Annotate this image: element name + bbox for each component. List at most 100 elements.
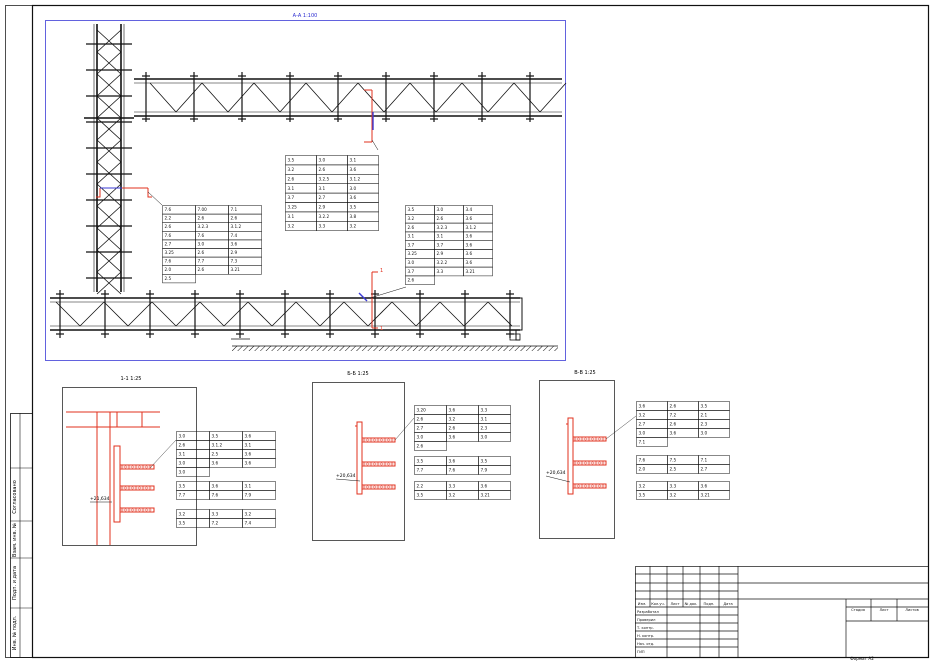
fastener [594, 484, 598, 488]
table-cell-text: 2.6 [198, 216, 205, 221]
table-cell-text: 7.6 [639, 457, 646, 462]
table-cell-text: 3.6 [350, 195, 357, 200]
tower-brace [96, 205, 122, 229]
main-viewport-frame[interactable] [45, 20, 566, 361]
fastener [138, 508, 141, 512]
elevation-mark: +20,634 [336, 473, 356, 479]
fastener [366, 485, 369, 489]
table-cell-text: 7.5 [670, 457, 677, 462]
table-cell-text: 2.6 [198, 250, 205, 255]
table-cell-text: 3.6 [245, 451, 252, 456]
table-cell-text: 3.5 [179, 483, 186, 488]
table-cell-text: 3.5 [408, 207, 415, 212]
main-view[interactable]: А-А 1:100 [45, 13, 567, 361]
table-cell-text: 3.5 [212, 433, 219, 438]
table-cell-text: 3.6 [449, 434, 456, 439]
table-cell-text: 3.1 [481, 416, 488, 421]
fastener [601, 461, 605, 465]
table-cell-text: 3.6 [466, 260, 473, 265]
table-cell-text: 3.6 [481, 483, 488, 488]
table-cell-text: 3.1 [350, 158, 357, 163]
table-cell-text: 3.25 [165, 250, 175, 255]
table-cell-text: 2.6 [670, 403, 677, 408]
lower-diagonal [439, 301, 465, 327]
fastener [376, 485, 380, 489]
table-cell-text: 3.5 [350, 205, 357, 210]
table-cell-text: 2.7 [417, 425, 424, 430]
fastener [587, 461, 591, 465]
table-cell-text: 3.2.2 [437, 260, 448, 265]
table-cell-text: 2.2 [165, 216, 172, 221]
table-cell-text: 2.9 [319, 205, 326, 210]
table-cell-text: 2.2 [417, 483, 424, 488]
tb-header: Дата [723, 602, 732, 606]
fastener [577, 461, 580, 465]
table-cell-text: 2.6 [449, 425, 456, 430]
fastener [594, 437, 598, 441]
fastener [366, 462, 369, 466]
table-cell-text: 7.6 [212, 492, 219, 497]
title-block-text: Изм. Кол.уч. Лист № док. Подп. Дата Разр… [636, 602, 919, 654]
table-cell-text: 7.2 [670, 412, 677, 417]
table-cell [463, 266, 493, 277]
table-cell-text: 3.1.2 [212, 442, 223, 447]
outer-frame [5, 5, 929, 658]
upper-diagonal [513, 82, 541, 113]
upper-diagonal [331, 82, 359, 113]
fastener [584, 484, 587, 488]
fastener [591, 484, 594, 488]
table-cell-text: 7.7 [417, 467, 424, 472]
table-cell-text: 3.1 [319, 186, 326, 191]
fastener [134, 465, 138, 469]
fastener [591, 461, 594, 465]
tower-brace [96, 29, 122, 53]
fastener [369, 462, 373, 466]
upper-diagonal [539, 82, 567, 113]
section-label: 1 [380, 326, 383, 332]
section-label: 1 [380, 268, 383, 274]
fastener [587, 437, 591, 441]
table-cell-text: 2.5 [165, 276, 172, 281]
fastener [131, 486, 134, 490]
fastener [573, 484, 577, 488]
table-cell [228, 265, 262, 275]
fastener [390, 438, 394, 442]
table-cell-text: 3.2.3 [198, 224, 209, 229]
fastener [580, 461, 584, 465]
upper-diagonal [435, 82, 463, 113]
upper-truss [134, 72, 567, 122]
sheet-format: Формат А2 [850, 656, 874, 661]
fastener [124, 465, 127, 469]
table-cell-text: 3.1.2 [350, 176, 361, 181]
table-cell [242, 490, 276, 500]
table-cell-text: 7.1 [701, 457, 708, 462]
upper-diagonal [409, 82, 437, 113]
table-cell-text: 3.4 [466, 207, 473, 212]
fastener [383, 438, 387, 442]
table-cell-text: 3.2.2 [319, 214, 330, 219]
table-cell-text: 3.7 [288, 195, 295, 200]
table-cell-text: 2.9 [231, 250, 238, 255]
ground-hatch [231, 338, 558, 351]
table-cell-text: 2.6 [165, 224, 172, 229]
upper-diagonal [253, 82, 281, 113]
lower-diagonal [223, 301, 249, 327]
table-cell-text: 2.9 [437, 251, 444, 256]
fastener [120, 486, 124, 490]
table-cell-text: 7.7 [179, 492, 186, 497]
inner-frame [31, 4, 930, 659]
table-cell-text: 7.9 [481, 467, 488, 472]
table-cell-text: 3.0 [701, 430, 708, 435]
table-cell-text: 2.7 [319, 195, 326, 200]
fastener [383, 485, 387, 489]
fastener [584, 437, 587, 441]
table-cell-text: 3.2 [639, 412, 646, 417]
